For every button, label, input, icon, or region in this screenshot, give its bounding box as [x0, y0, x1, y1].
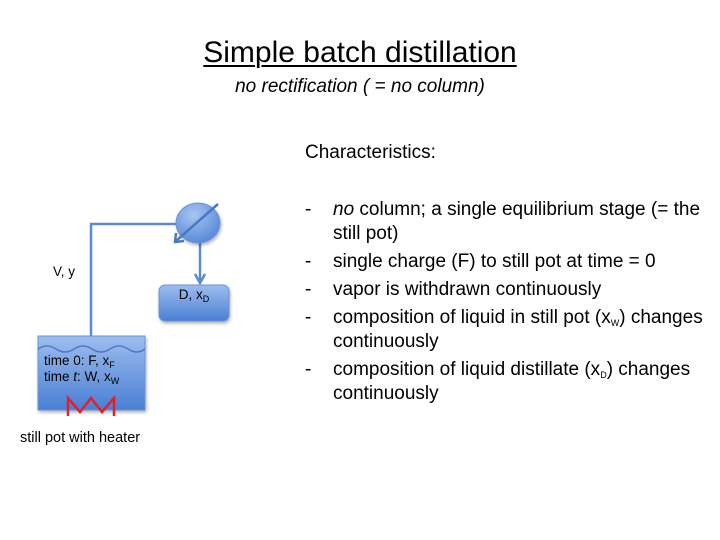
list-item: - composition of liquid in still pot (xW…	[305, 307, 703, 352]
still-pot-line-2: time t: W, xW	[44, 369, 120, 386]
still-pot-caption: still pot with heater	[20, 430, 141, 446]
list-item: - no column; a single equilibrium stage …	[305, 199, 701, 244]
condensate-arrow	[193, 243, 207, 286]
heater-icon	[66, 394, 116, 416]
vapor-label: V, y	[53, 264, 76, 279]
condenser-icon	[173, 202, 221, 244]
liquid-surface-wave	[37, 345, 146, 353]
still-pot-line-1: time 0: F, xF	[44, 353, 115, 370]
slide-subtitle: no rectification ( = no column)	[235, 76, 485, 97]
list-item: - vapor is withdrawn continuously	[305, 279, 602, 300]
list-item: - single charge (F) to still pot at time…	[305, 251, 656, 272]
still-pot-label: time 0: F, xF time t: W, xW	[44, 353, 120, 386]
list-item: - composition of liquid distillate (xD) …	[305, 359, 691, 404]
distillate-box	[158, 284, 230, 322]
characteristics-list: - no column; a single equilibrium stage …	[305, 198, 715, 410]
characteristics-heading: Characteristics:	[305, 142, 436, 163]
slide-title: Simple batch distillation	[203, 36, 517, 69]
vapor-line	[89, 222, 177, 336]
distillate-label: D, xD	[178, 287, 210, 304]
